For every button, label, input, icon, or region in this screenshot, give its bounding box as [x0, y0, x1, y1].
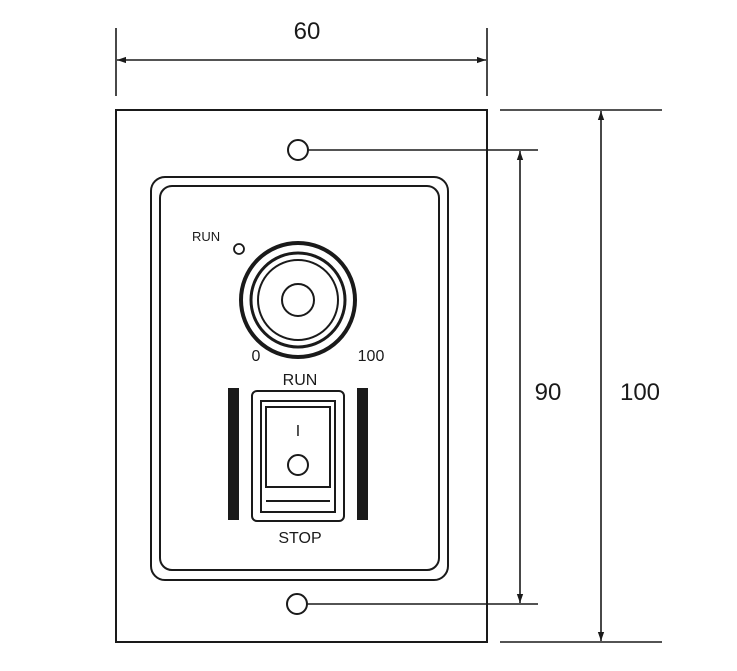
inner-height-dimension-label: 90 — [535, 379, 562, 406]
switch-rocker[interactable] — [260, 400, 336, 513]
dial-max-label: 100 — [358, 348, 385, 365]
switch-bezel — [251, 390, 345, 522]
switch-stop-label: STOP — [278, 530, 321, 547]
inner-panel-outer-outline — [150, 176, 449, 581]
mounting-hole-top — [287, 139, 309, 161]
speed-dial[interactable] — [239, 241, 357, 359]
switch-right-bar — [357, 388, 368, 520]
dial-knob[interactable] — [281, 283, 315, 317]
dial-inner-ring — [257, 259, 339, 341]
dial-middle-ring — [249, 251, 347, 349]
switch-left-bar — [228, 388, 239, 520]
run-indicator-lamp — [233, 243, 245, 255]
dial-outer-ring — [239, 241, 357, 359]
switch-rocker-face — [265, 406, 331, 488]
dial-min-label: 0 — [252, 348, 261, 365]
mounting-hole-bottom — [286, 593, 308, 615]
run-indicator-label: RUN — [192, 229, 220, 244]
switch-off-symbol — [287, 454, 309, 476]
total-height-dimension-label: 100 — [620, 379, 660, 406]
rocker-switch[interactable]: I — [251, 390, 345, 522]
width-dimension-label: 60 — [294, 18, 321, 45]
switch-run-label: RUN — [283, 372, 318, 389]
outer-plate — [115, 109, 488, 643]
total-height-dimension: 100 — [500, 109, 662, 643]
inner-height-dimension: 90 — [307, 149, 562, 605]
inner-panel-inner-outline — [159, 185, 440, 571]
width-dimension: 60 — [115, 18, 488, 96]
switch-on-symbol: I — [296, 423, 300, 440]
